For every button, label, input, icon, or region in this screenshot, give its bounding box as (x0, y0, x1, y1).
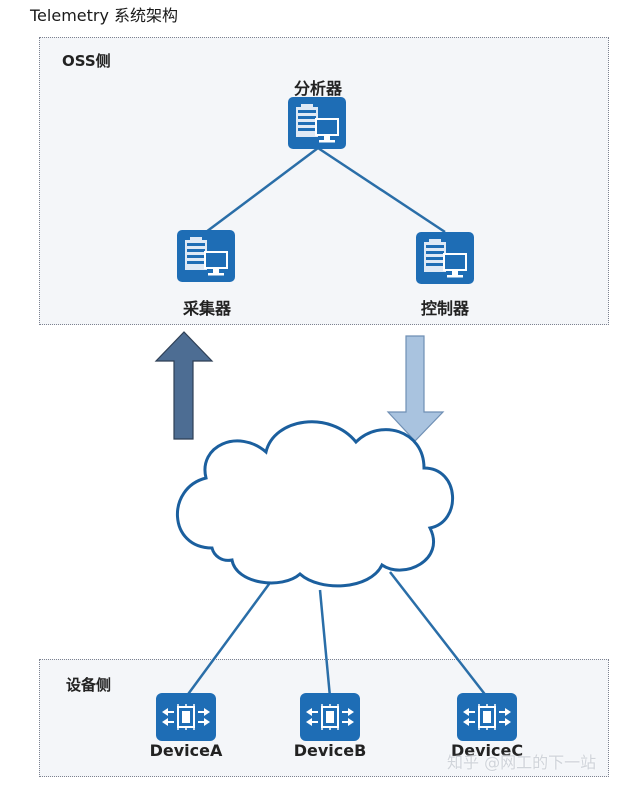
devicec-chip-icon (456, 692, 518, 742)
devicec-label: DeviceC (450, 741, 524, 760)
page-title: Telemetry 系统架构 (30, 6, 179, 25)
controller-server-icon (415, 231, 475, 285)
link-cloud-deviceb (318, 589, 332, 698)
oss-zone (39, 37, 609, 325)
oss-zone-label: OSS侧 (62, 52, 111, 70)
collector-server-icon (176, 229, 236, 283)
download-arrow (386, 335, 445, 442)
analyzer-server-icon (287, 96, 347, 150)
analyzer-label: 分析器 (293, 79, 342, 98)
collector-label: 采集器 (182, 299, 231, 318)
link-cloud-devicec (389, 571, 488, 698)
devicea-chip-icon (155, 692, 217, 742)
network-cloud-icon (175, 420, 454, 588)
watermark: 知乎 @网工的下一站 (447, 753, 597, 772)
deviceb-label: DeviceB (293, 741, 367, 760)
link-analyzer-controller (317, 146, 446, 234)
upload-arrow (154, 331, 214, 440)
devicea-label: DeviceA (149, 741, 223, 760)
device-zone-label: 设备侧 (66, 676, 112, 694)
link-cloud-devicea (184, 579, 274, 698)
deviceb-chip-icon (299, 692, 361, 742)
link-analyzer-collector (205, 147, 319, 233)
controller-label: 控制器 (420, 299, 469, 318)
